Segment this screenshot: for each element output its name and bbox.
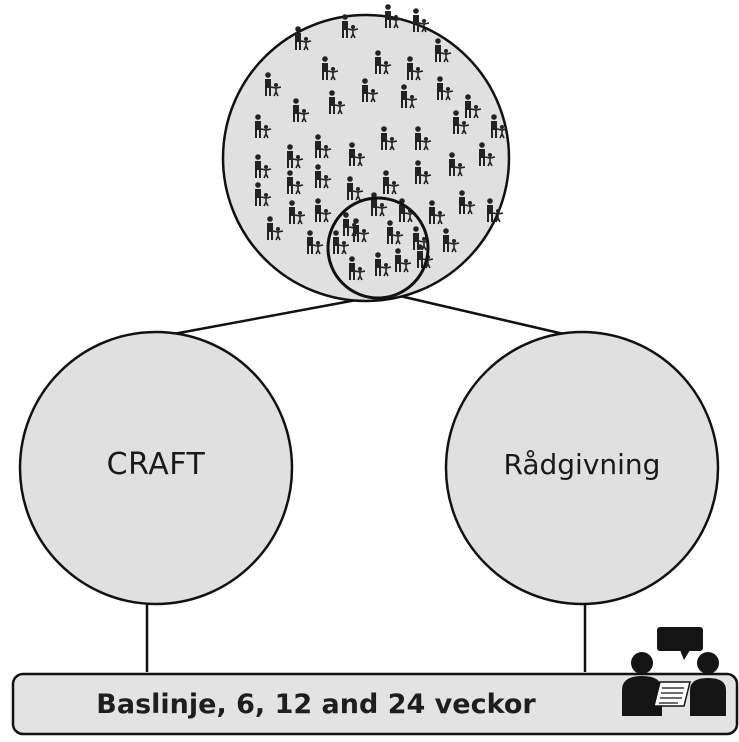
person-figure-icon xyxy=(479,142,496,167)
person-figure-icon xyxy=(443,228,460,253)
person-figure-icon xyxy=(371,192,388,217)
person-figure-icon xyxy=(395,248,412,273)
person-figure-icon xyxy=(347,176,364,201)
person-figure-icon xyxy=(265,72,282,97)
person-figure-icon xyxy=(267,216,284,241)
person-figure-icon xyxy=(387,220,404,245)
person-right-head xyxy=(697,652,719,674)
person-figure-icon xyxy=(287,170,304,195)
person-figure-icon xyxy=(315,198,332,223)
person-figure-icon xyxy=(375,252,392,277)
craft-circle xyxy=(18,330,294,606)
person-figure-icon xyxy=(415,160,432,185)
person-figure-icon xyxy=(322,56,339,81)
person-figure-icon xyxy=(255,114,272,139)
document-lines xyxy=(659,687,684,704)
population-circle xyxy=(221,13,511,303)
timeline-label: Baslinje, 6, 12 and 24 veckor xyxy=(96,689,536,720)
person-figure-icon xyxy=(255,182,272,207)
connector-lines xyxy=(145,294,587,672)
person-figure-icon xyxy=(385,4,402,29)
timeline-bar xyxy=(11,672,739,736)
counseling-conversation-icon xyxy=(622,627,726,716)
person-figure-icon xyxy=(415,126,432,151)
speech-bubble-tail xyxy=(680,650,690,660)
person-figure-icon xyxy=(333,230,350,255)
person-figure-icon xyxy=(329,90,346,115)
radgivning-label: Rådgivning xyxy=(503,448,661,481)
person-figure-icon xyxy=(453,110,470,135)
person-figure-icon xyxy=(349,256,366,281)
person-figure-icon xyxy=(383,170,400,195)
person-figure-icon xyxy=(401,84,418,109)
person-figure-icon xyxy=(315,164,332,189)
person-figure-icon xyxy=(429,200,446,225)
connector-right xyxy=(399,294,569,337)
person-figure-icon xyxy=(315,134,332,159)
person-left-body xyxy=(622,676,662,716)
person-figure-icon xyxy=(465,94,482,119)
craft-label: CRAFT xyxy=(106,447,206,482)
person-figure-icon xyxy=(289,200,306,225)
person-figure-icon xyxy=(381,126,398,151)
person-figure-icon xyxy=(437,76,454,101)
person-figure-icon xyxy=(293,98,310,123)
people-crowd-icon xyxy=(255,4,508,281)
person-figure-icon xyxy=(487,198,504,223)
person-figure-icon xyxy=(375,50,392,75)
person-figure-icon xyxy=(307,230,324,255)
person-figure-icon xyxy=(407,56,424,81)
radgivning-circle xyxy=(444,330,720,606)
person-figure-icon xyxy=(255,154,272,179)
person-figure-icon xyxy=(413,8,430,33)
speech-bubble-icon xyxy=(657,627,703,651)
person-figure-icon xyxy=(287,144,304,169)
person-figure-icon xyxy=(295,26,312,51)
connector-left xyxy=(167,294,379,337)
person-left-head xyxy=(631,652,653,674)
person-figure-icon xyxy=(449,152,466,177)
person-figure-icon xyxy=(342,14,359,39)
person-figure-icon xyxy=(353,218,370,243)
person-figure-icon xyxy=(349,142,366,167)
person-figure-icon xyxy=(459,190,476,215)
person-figure-icon xyxy=(362,78,379,103)
person-right-body xyxy=(690,678,726,716)
sample-circle xyxy=(326,196,430,300)
person-figure-icon xyxy=(435,38,452,63)
person-figure-icon xyxy=(491,114,508,139)
